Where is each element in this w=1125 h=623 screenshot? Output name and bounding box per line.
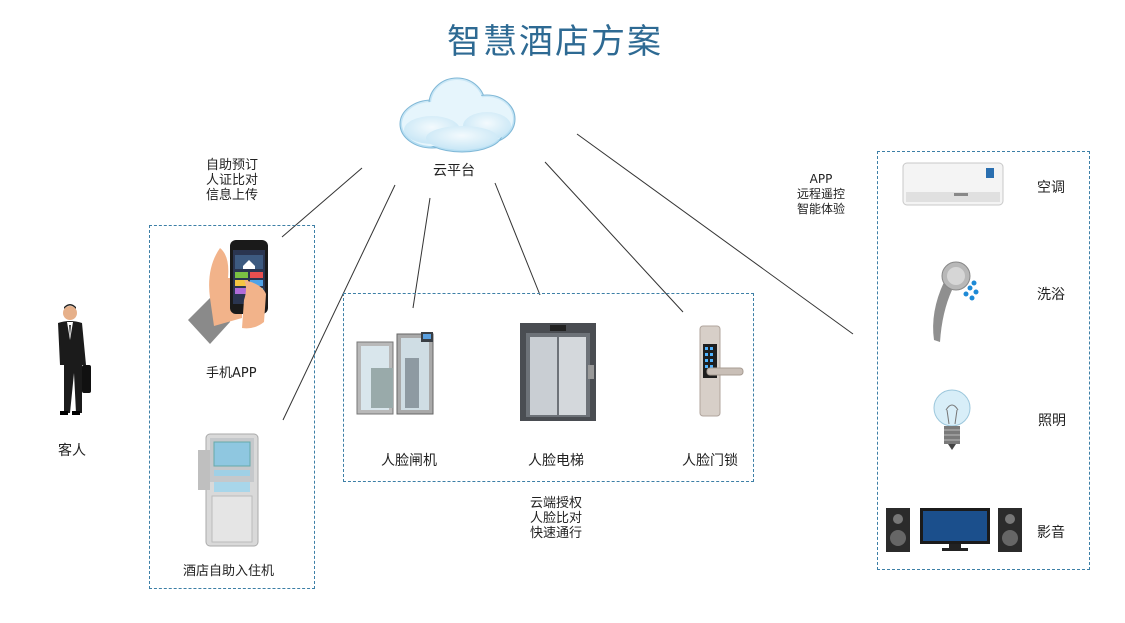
- note-face-compare: 人脸比对: [529, 511, 582, 526]
- face-lock-label: 人脸门锁: [682, 453, 738, 469]
- guest-label: 客人: [58, 443, 86, 459]
- note-smart-experience: 智能体验: [796, 202, 845, 216]
- face-gate-label: 人脸闸机: [381, 453, 437, 469]
- face-door-lock-icon: [699, 325, 744, 417]
- note-fast-pass: 快速通行: [529, 526, 582, 541]
- kiosk-label: 酒店自助入住机: [183, 564, 275, 579]
- face-elevator-label: 人脸电梯: [528, 453, 584, 469]
- line-cloud-lock: [544, 161, 684, 313]
- av-label: 影音: [1037, 525, 1065, 541]
- note-remote-control: 远程遥控: [796, 187, 845, 201]
- right-group-box: [877, 151, 1090, 570]
- note-app: APP: [809, 172, 833, 186]
- air-conditioner-icon: [902, 162, 1004, 206]
- note-cloud-auth: 云端授权: [529, 496, 582, 511]
- line-cloud-devices: [576, 133, 854, 335]
- cloud-icon: [399, 77, 516, 153]
- note-info-upload: 信息上传: [205, 188, 258, 203]
- middle-group-box: [343, 293, 754, 482]
- phone-app-label: 手机APP: [206, 366, 257, 381]
- shower-head-icon: [933, 261, 979, 342]
- middle-group-notes: 云端授权 人脸比对 快速通行: [525, 496, 587, 541]
- page-title: 智慧酒店方案: [447, 22, 663, 62]
- left-group-box: [149, 225, 315, 589]
- left-group-notes: 自助预订 人证比对 信息上传: [200, 158, 264, 203]
- face-elevator-icon: [520, 323, 596, 421]
- shower-label: 洗浴: [1037, 287, 1065, 303]
- cloud-platform-label: 云平台: [433, 163, 475, 179]
- right-group-notes: APP 远程遥控 智能体验: [790, 172, 852, 217]
- face-gate-icon: [356, 332, 434, 415]
- line-cloud-gate: [412, 197, 431, 309]
- note-self-booking: 自助预订: [205, 158, 258, 173]
- light-bulb-icon: [933, 389, 971, 450]
- line-cloud-kiosk: [282, 184, 396, 421]
- self-checkin-kiosk-icon: [198, 433, 259, 547]
- note-id-verification: 人证比对: [205, 173, 258, 188]
- guest-person-icon: [58, 304, 91, 415]
- ac-label: 空调: [1037, 180, 1065, 196]
- audio-video-icon: [886, 508, 1022, 552]
- light-label: 照明: [1038, 413, 1066, 429]
- line-cloud-elevator: [494, 182, 541, 296]
- phone-in-hand-icon: [188, 240, 268, 344]
